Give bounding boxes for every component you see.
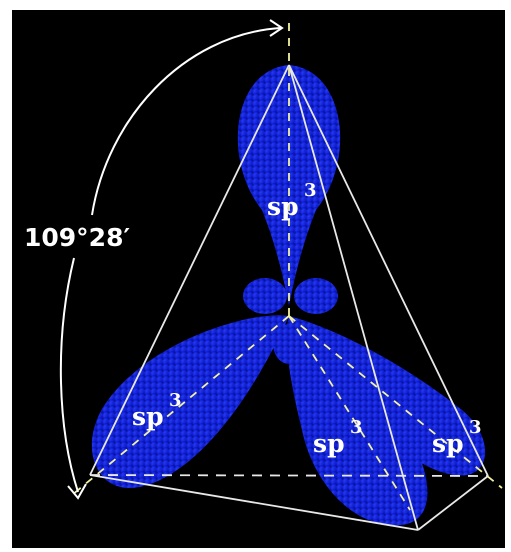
orbital-back-lobe-right xyxy=(294,278,338,314)
bond-axes xyxy=(71,22,503,511)
orbital-label-right: sp 3 xyxy=(432,417,482,458)
orbital-label-left-base: sp xyxy=(132,402,164,431)
bond-angle-label: 109°28′ xyxy=(24,223,130,252)
diagram-panel: 109°28′ sp 3 sp 3 sp 3 sp 3 xyxy=(12,10,505,548)
edge-left-front xyxy=(89,474,419,531)
angle-arc-path xyxy=(59,27,281,493)
orbital-lobe-left xyxy=(91,315,290,489)
edge-left-right-hidden xyxy=(89,474,489,477)
orbital-label-top: sp 3 xyxy=(267,180,317,221)
arrowhead-bottom xyxy=(67,483,87,500)
orbital-label-top-base: sp xyxy=(267,192,299,221)
edge-top-front xyxy=(288,64,419,531)
bond-angle-arc xyxy=(59,19,284,500)
sp3-tetrahedral-orbitals-diagram: 109°28′ sp 3 sp 3 sp 3 sp 3 xyxy=(24,19,503,531)
orbital-label-front-base: sp xyxy=(313,429,345,458)
orbital-label-right-sup: 3 xyxy=(469,417,482,438)
arrowhead-top xyxy=(269,19,284,37)
orbital-lobe-top xyxy=(237,65,341,306)
orbital-label-left-sup: 3 xyxy=(169,390,182,411)
orbital-label-right-base: sp xyxy=(432,429,464,458)
orbital-label-left: sp 3 xyxy=(132,390,182,431)
orbital-label-front: sp 3 xyxy=(313,417,363,458)
orbital-label-top-sup: 3 xyxy=(304,180,317,201)
axis-right xyxy=(288,315,503,489)
orbital-back-lobe-left xyxy=(243,278,287,314)
edge-top-left xyxy=(89,64,290,476)
edge-top-right xyxy=(288,64,489,477)
orbital-label-front-sup: 3 xyxy=(350,417,363,438)
axis-left xyxy=(71,315,290,496)
tetrahedron-edges xyxy=(89,64,489,531)
edge-front-right xyxy=(417,475,489,531)
